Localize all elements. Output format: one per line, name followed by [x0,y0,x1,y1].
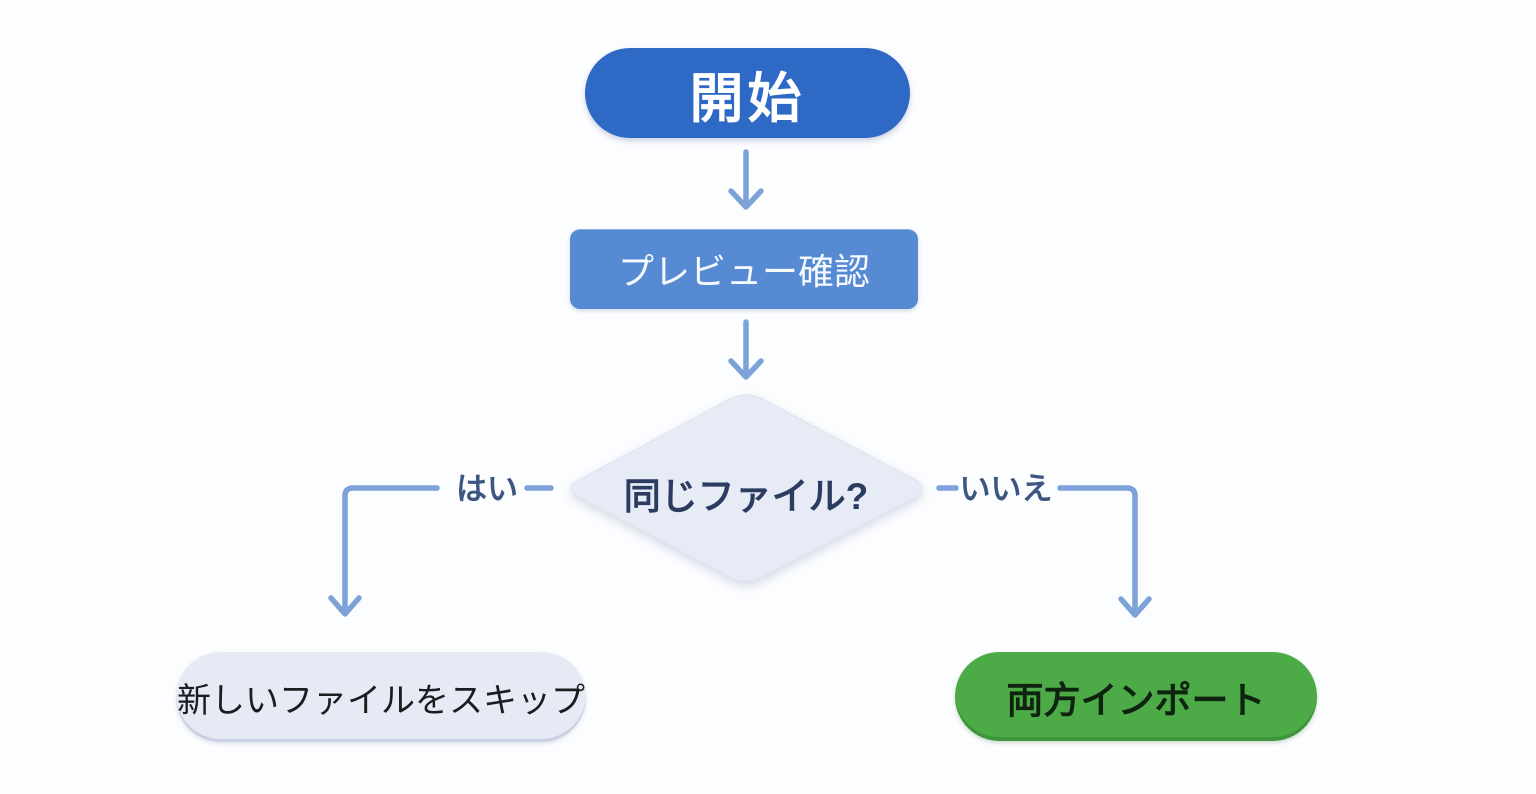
arrow-preview-to-decision [728,319,764,380]
arrow-decision-to-skip [328,485,554,617]
no-edge-label: いいえ [959,471,1053,507]
decision-node-label: 同じファイル? [623,476,869,517]
arrow-start-to-preview [728,149,764,210]
import-both-node: 両方インポート [955,652,1317,741]
skip-new-file-node: 新しいファイルをスキップ [176,652,586,742]
yes-edge-label: はい [456,471,518,507]
decision-diamond-shape [570,394,923,582]
arrow-decision-to-import [936,485,1152,618]
start-node: 開始 [585,48,910,138]
preview-check-node: プレビュー確認 [570,229,918,309]
